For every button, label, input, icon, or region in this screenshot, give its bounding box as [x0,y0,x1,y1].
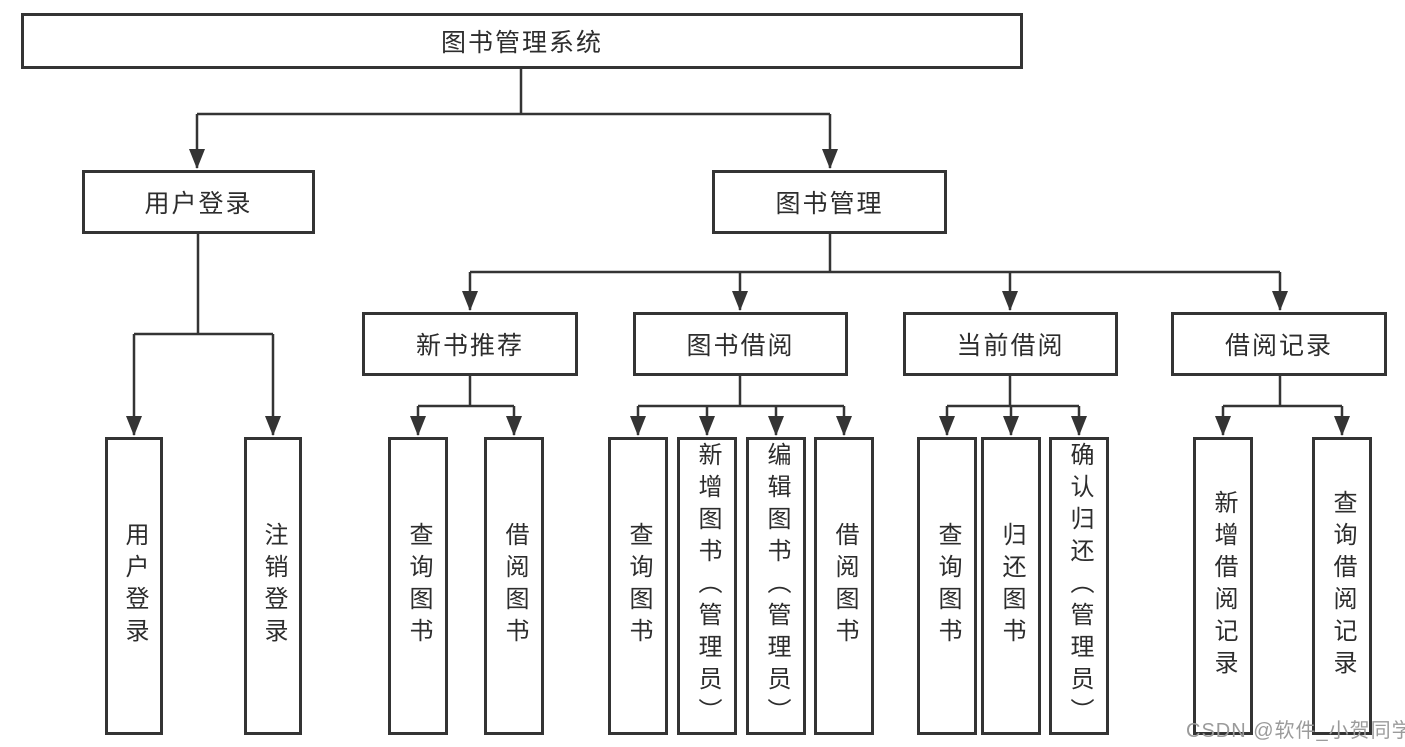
leaf-query-books-borrowing-label: 查询图书 [625,522,652,650]
node-book-borrowing-label: 图书借阅 [686,332,795,360]
leaf-borrow-books-recommend: 借阅图书 [484,437,544,735]
node-borrowing-records-label: 借阅记录 [1224,332,1333,360]
node-root: 图书管理系统 [21,13,1023,69]
leaf-add-book-admin: 新增图书（管理员） [677,437,737,735]
node-user-login: 用户登录 [82,170,315,234]
leaf-query-books-recommend-label: 查询图书 [405,522,432,650]
leaf-add-borrow-record-label: 新增借阅记录 [1210,490,1237,682]
node-book-management-label: 图书管理 [775,190,884,218]
leaf-return-book: 归还图书 [981,437,1041,735]
leaf-user-login-label: 用户登录 [121,522,148,650]
leaf-confirm-return-admin-label: 确认归还（管理员） [1066,442,1093,730]
leaf-confirm-return-admin: 确认归还（管理员） [1049,437,1109,735]
leaf-user-login: 用户登录 [105,437,163,735]
node-current-borrowing: 当前借阅 [903,312,1118,376]
leaf-edit-book-admin: 编辑图书（管理员） [746,437,806,735]
leaf-logout: 注销登录 [244,437,302,735]
node-borrowing-records: 借阅记录 [1171,312,1387,376]
node-current-borrowing-label: 当前借阅 [956,332,1065,360]
leaf-add-book-admin-label: 新增图书（管理员） [694,442,721,730]
node-book-management: 图书管理 [712,170,947,234]
leaf-query-books-borrowing: 查询图书 [608,437,668,735]
leaf-add-borrow-record: 新增借阅记录 [1193,437,1253,735]
leaf-return-book-label: 归还图书 [998,522,1025,650]
leaf-query-books-current-label: 查询图书 [934,522,961,650]
node-user-login-label: 用户登录 [144,190,253,218]
node-new-book-recommend: 新书推荐 [362,312,578,376]
csdn-watermark: CSDN @软件_小贺同学 [1186,720,1405,742]
node-root-label: 图书管理系统 [440,29,603,57]
leaf-query-books-current: 查询图书 [917,437,977,735]
leaf-borrow-books-borrowing: 借阅图书 [814,437,874,735]
leaf-query-borrow-record-label: 查询借阅记录 [1329,490,1356,682]
leaf-query-books-recommend: 查询图书 [388,437,448,735]
node-new-book-recommend-label: 新书推荐 [415,332,524,360]
leaf-logout-label: 注销登录 [260,522,287,650]
leaf-borrow-books-recommend-label: 借阅图书 [501,522,528,650]
leaf-query-borrow-record: 查询借阅记录 [1312,437,1372,735]
node-book-borrowing: 图书借阅 [633,312,848,376]
leaf-edit-book-admin-label: 编辑图书（管理员） [763,442,790,730]
leaf-borrow-books-borrowing-label: 借阅图书 [831,522,858,650]
